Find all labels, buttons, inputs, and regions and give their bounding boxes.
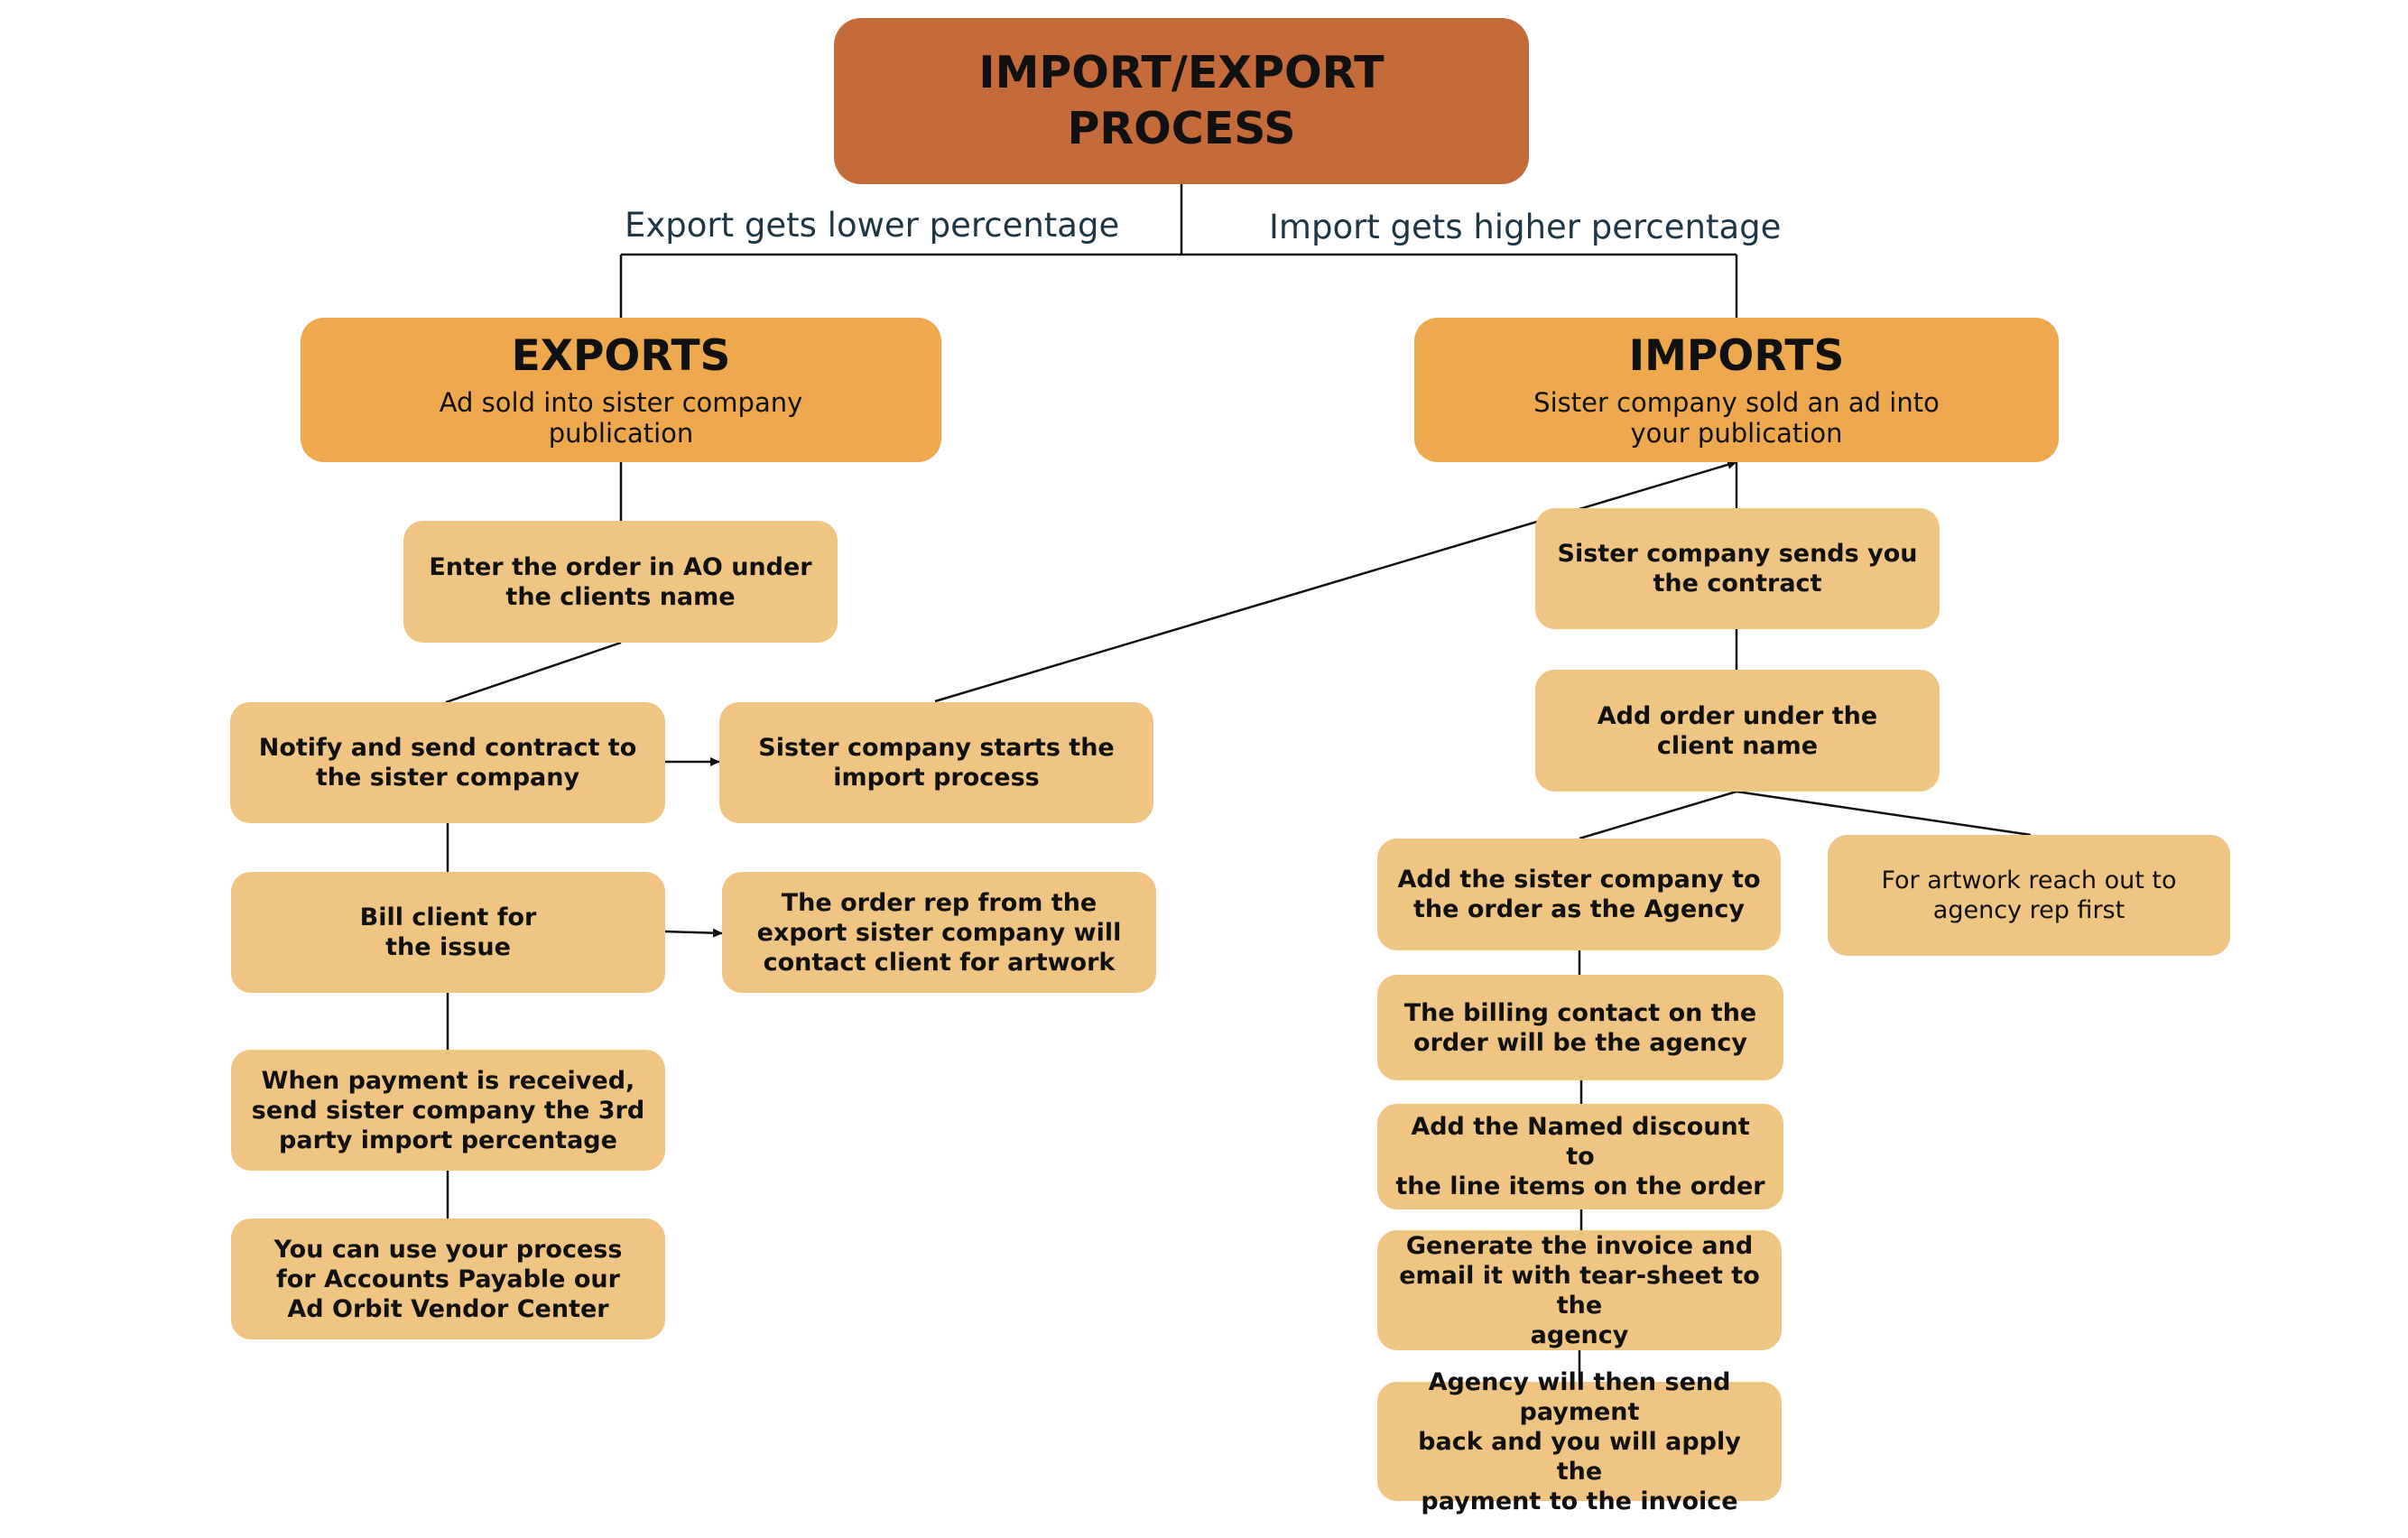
exports-node: EXPORTS Ad sold into sister company publ…	[301, 318, 941, 462]
step-bill-client: Bill client for the issue	[231, 872, 665, 993]
step-bill-client-text: Bill client for the issue	[359, 903, 537, 961]
step-vendor-center: You can use your process for Accounts Pa…	[231, 1218, 665, 1339]
imports-title: IMPORTS	[1628, 331, 1845, 381]
exports-subtitle: Ad sold into sister company publication	[439, 387, 803, 449]
step-add-agency: Add the sister company to the order as t…	[1377, 838, 1781, 950]
step-add-order: Add order under the client name	[1535, 670, 1940, 792]
step-agency-payment: Agency will then send payment back and y…	[1377, 1368, 1782, 1515]
import-branch-label: Import gets higher percentage	[1269, 208, 1782, 246]
connector-bill-to-order-rep	[664, 928, 723, 938]
connector-sister-starts-to-imports	[934, 460, 1737, 703]
connector-add-order-to-artwork	[1736, 790, 2032, 837]
connector-enter-order-to-notify	[445, 641, 622, 704]
imports-node: IMPORTS Sister company sold an ad into y…	[1414, 318, 2059, 462]
root-node: IMPORT/EXPORT PROCESS	[834, 18, 1529, 184]
exports-title: EXPORTS	[511, 331, 731, 381]
step-vendor-center-text: You can use your process for Accounts Pa…	[273, 1235, 623, 1323]
step-add-agency-text: Add the sister company to the order as t…	[1397, 866, 1761, 923]
step-notify-sister-text: Notify and send contract to the sister c…	[258, 734, 637, 792]
imports-subtitle: Sister company sold an ad into your publ…	[1533, 387, 1940, 449]
step-enter-order-text: Enter the order in AO under the clients …	[429, 552, 812, 611]
step-add-order-text: Add order under the client name	[1597, 701, 1878, 760]
export-branch-label: Export gets lower percentage	[625, 206, 1120, 245]
step-sister-starts-import: Sister company starts the import process	[719, 702, 1153, 823]
step-order-rep-artwork: The order rep from the export sister com…	[722, 872, 1156, 993]
step-artwork-agency-rep: For artwork reach out to agency rep firs…	[1828, 835, 2230, 956]
step-notify-sister: Notify and send contract to the sister c…	[230, 702, 665, 823]
step-payment-received-text: When payment is received, send sister co…	[251, 1066, 645, 1154]
step-billing-contact-text: The billing contact on the order will be…	[1403, 998, 1757, 1057]
step-named-discount: Add the Named discount to the line items…	[1377, 1104, 1783, 1209]
step-billing-contact: The billing contact on the order will be…	[1377, 975, 1783, 1080]
step-generate-invoice: Generate the invoice and email it with t…	[1377, 1230, 1782, 1350]
step-sends-contract: Sister company sends you the contract	[1535, 508, 1940, 629]
step-artwork-agency-rep-text: For artwork reach out to agency rep firs…	[1881, 866, 2177, 924]
step-agency-payment-text: Agency will then send payment back and y…	[1418, 1367, 1741, 1515]
step-enter-order: Enter the order in AO under the clients …	[403, 521, 838, 643]
root-title: IMPORT/EXPORT PROCESS	[978, 47, 1385, 154]
step-sister-starts-import-text: Sister company starts the import process	[758, 734, 1115, 792]
step-generate-invoice-text: Generate the invoice and email it with t…	[1399, 1231, 1760, 1349]
step-order-rep-artwork-text: The order rep from the export sister com…	[756, 888, 1122, 977]
connector-add-order-to-agency	[1579, 790, 1737, 840]
step-named-discount-text: Add the Named discount to the line items…	[1395, 1113, 1765, 1200]
step-payment-received: When payment is received, send sister co…	[231, 1050, 665, 1171]
step-sends-contract-text: Sister company sends you the contract	[1557, 540, 1918, 598]
